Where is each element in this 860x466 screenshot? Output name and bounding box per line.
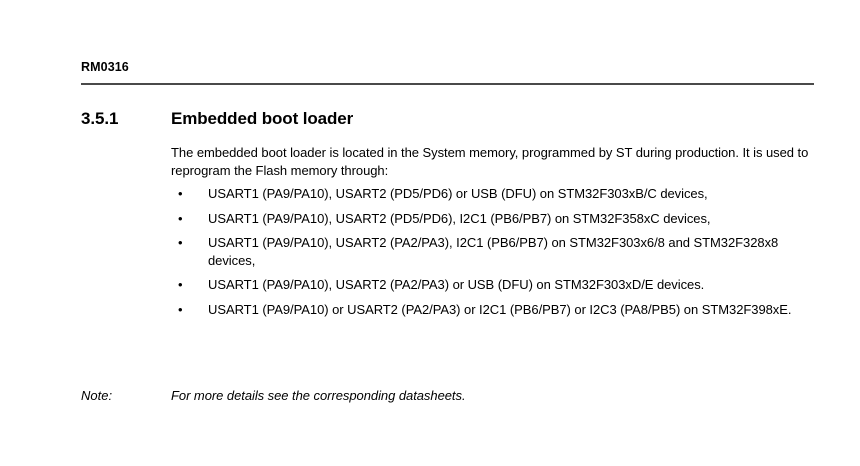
list-item-text: USART1 (PA9/PA10), USART2 (PD5/PD6), I2C… xyxy=(208,210,711,226)
intro-paragraph: The embedded boot loader is located in t… xyxy=(171,145,809,178)
note-label: Note: xyxy=(81,388,113,403)
header-divider xyxy=(81,83,814,85)
list-item: • USART1 (PA9/PA10), USART2 (PA2/PA3) or… xyxy=(171,276,814,294)
list-item: • USART1 (PA9/PA10) or USART2 (PA2/PA3) … xyxy=(171,301,814,319)
bullet-icon: • xyxy=(178,277,183,292)
running-header: RM0316 xyxy=(81,60,814,75)
section-title: Embedded boot loader xyxy=(171,109,354,128)
list-item-text: USART1 (PA9/PA10), USART2 (PA2/PA3) or U… xyxy=(208,277,705,292)
list-item-text: USART1 (PA9/PA10) or USART2 (PA2/PA3) or… xyxy=(208,301,792,317)
list-item-text: USART1 (PA9/PA10), USART2 (PA2/PA3), I2C… xyxy=(208,235,779,268)
note-block: Note: For more details see the correspon… xyxy=(81,387,814,405)
bullet-icon: • xyxy=(178,186,183,201)
section-number: 3.5.1 xyxy=(81,109,119,128)
list-item: • USART1 (PA9/PA10), USART2 (PA2/PA3), I… xyxy=(171,234,814,269)
note-text: For more details see the corresponding d… xyxy=(171,388,466,403)
document-id: RM0316 xyxy=(81,60,129,74)
bullet-icon: • xyxy=(178,235,183,250)
list-item: • USART1 (PA9/PA10), USART2 (PD5/PD6) or… xyxy=(171,185,814,203)
list-item: • USART1 (PA9/PA10), USART2 (PD5/PD6), I… xyxy=(171,210,814,228)
list-item-text: USART1 (PA9/PA10), USART2 (PD5/PD6) or U… xyxy=(208,186,708,201)
section-heading: 3.5.1 Embedded boot loader xyxy=(81,108,814,130)
bullet-icon: • xyxy=(178,210,183,226)
section-body: The embedded boot loader is located in t… xyxy=(171,144,814,318)
boot-interface-list: • USART1 (PA9/PA10), USART2 (PD5/PD6) or… xyxy=(171,185,814,318)
bullet-icon: • xyxy=(178,301,183,317)
